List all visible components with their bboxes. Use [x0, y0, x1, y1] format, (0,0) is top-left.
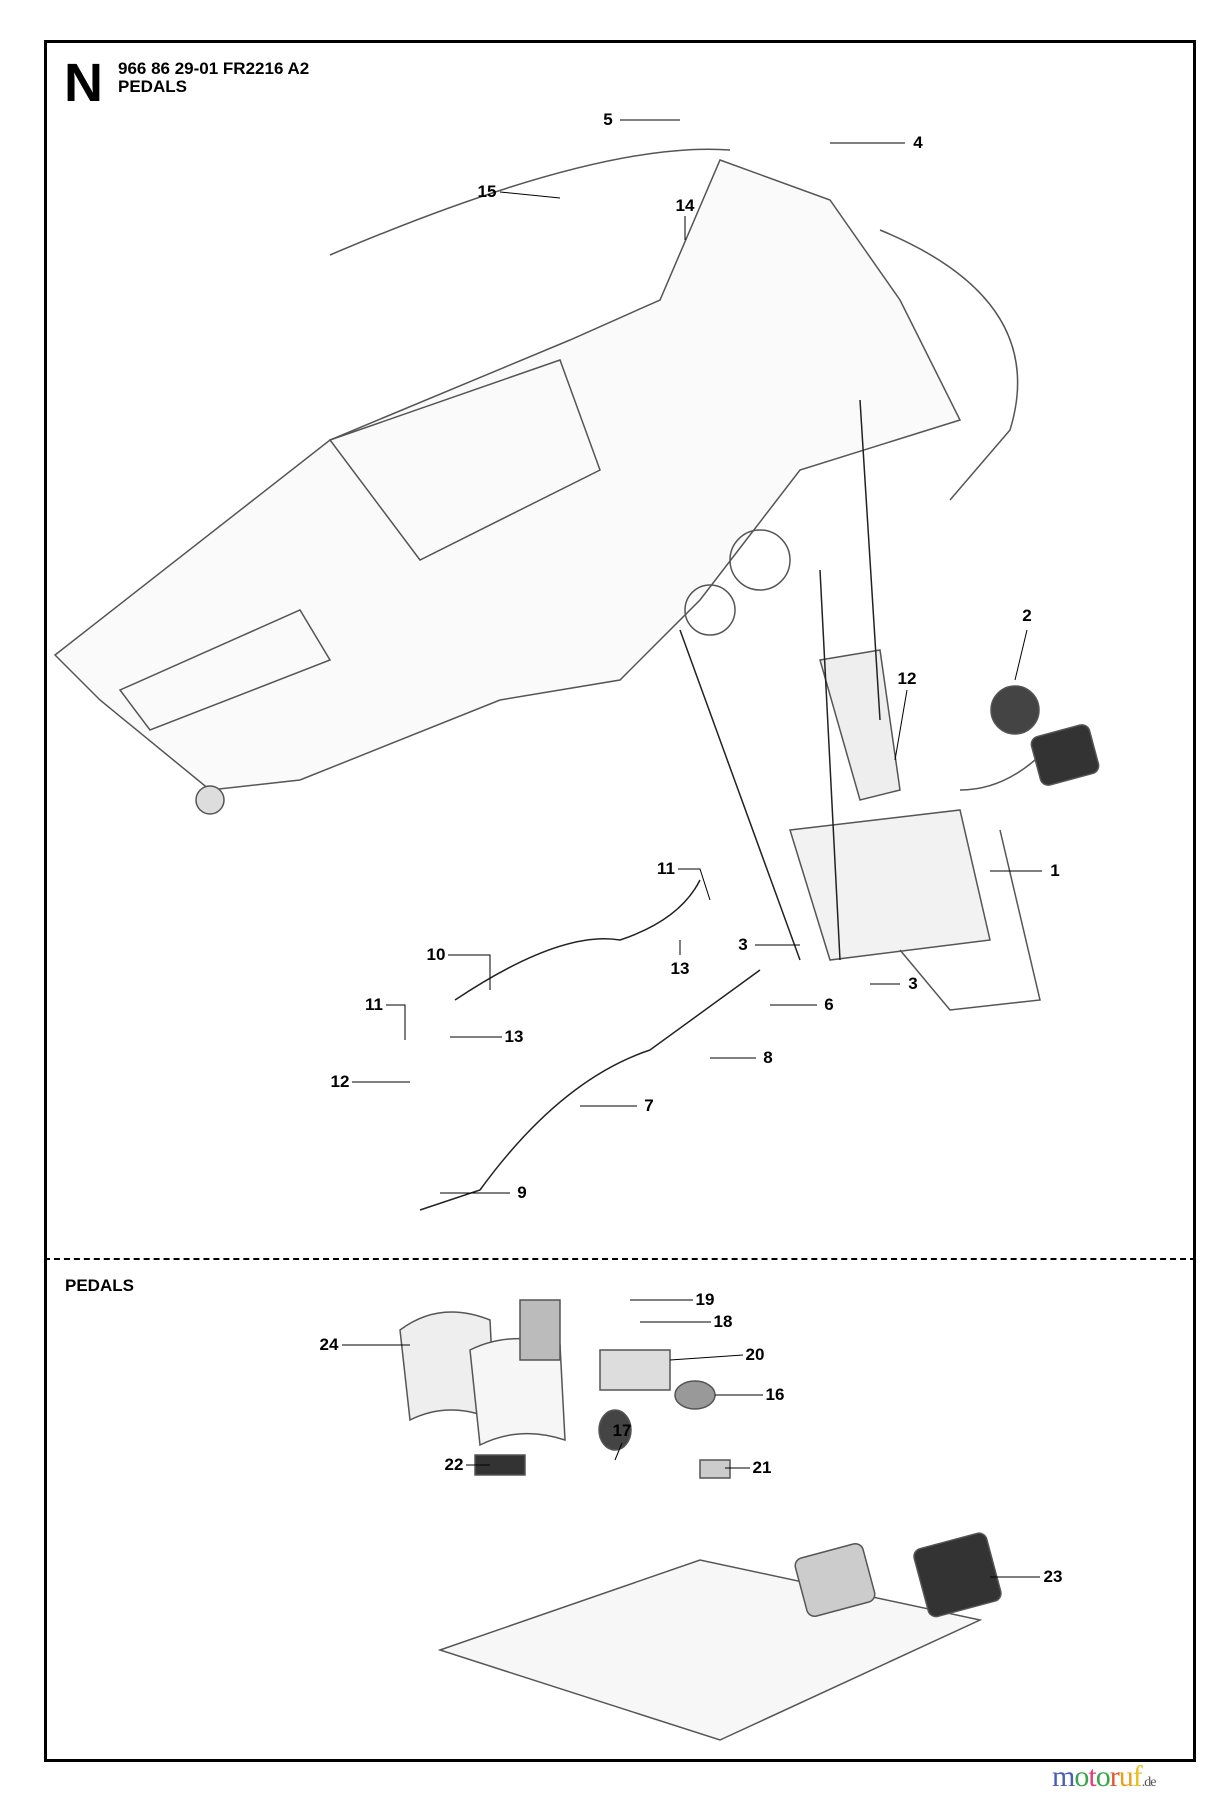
callout-label: 3 — [908, 974, 918, 993]
watermark-letter: o — [1095, 1760, 1111, 1793]
chassis-frame — [53, 148, 1019, 815]
callout-label: 13 — [504, 1027, 524, 1046]
callout-label: 14 — [675, 196, 695, 215]
watermark-letter: o — [1074, 1760, 1089, 1793]
callout-label: 23 — [1043, 1567, 1063, 1586]
callout-label: 5 — [603, 110, 613, 129]
watermark-letter: t — [1088, 1760, 1096, 1793]
callout-label: 22 — [444, 1455, 464, 1474]
callout-label: 12 — [330, 1072, 350, 1091]
section-letter: N — [64, 53, 103, 113]
callout-label: 8 — [763, 1048, 773, 1067]
lower-section-title: PEDALS — [65, 1276, 134, 1295]
callout-label: 13 — [670, 959, 690, 978]
callout-label: 10 — [426, 945, 446, 964]
callout-label: 11 — [657, 859, 675, 878]
callout-label: 21 — [752, 1458, 772, 1477]
callout-label: 4 — [913, 133, 923, 152]
callout-label: 17 — [612, 1421, 632, 1440]
callout-label: 20 — [745, 1345, 765, 1364]
watermark-letter: r — [1109, 1760, 1120, 1793]
callout-label: 9 — [517, 1183, 527, 1202]
callout-label: 15 — [477, 182, 497, 201]
callout-label: 7 — [644, 1096, 654, 1115]
part-code: 966 86 29-01 FR2216 A2 — [118, 59, 310, 78]
callout-label: 2 — [1022, 606, 1032, 625]
callout-label: 16 — [765, 1385, 785, 1404]
callout-label: 12 — [897, 669, 917, 688]
watermark-brand: motoruf — [1052, 1760, 1143, 1793]
callout-label: 1 — [1050, 861, 1060, 880]
watermark-letter: f — [1132, 1760, 1143, 1793]
section-divider — [44, 1258, 1196, 1260]
watermark-logo: motoruf.de — [1052, 1760, 1157, 1794]
pedal-detail — [399, 1299, 1002, 1741]
callout-label: 19 — [695, 1290, 715, 1309]
watermark-tld: .de — [1141, 1775, 1157, 1790]
diagram-frame — [44, 40, 1196, 1762]
pedal-assembly — [789, 649, 1100, 1011]
callout-label: 11 — [365, 995, 383, 1014]
callout-leaders — [342, 119, 1042, 1578]
watermark-letter: m — [1052, 1760, 1075, 1793]
diagram-header: 966 86 29-01 FR2216 A2 PEDALS — [118, 60, 309, 96]
callout-label: 3 — [738, 935, 748, 954]
callout-label: 24 — [319, 1335, 339, 1354]
callout-label: 18 — [713, 1312, 733, 1331]
watermark-letter: u — [1118, 1760, 1134, 1793]
diagram-title: PEDALS — [118, 77, 187, 96]
callout-label: 6 — [824, 995, 834, 1014]
cables — [419, 399, 881, 1211]
